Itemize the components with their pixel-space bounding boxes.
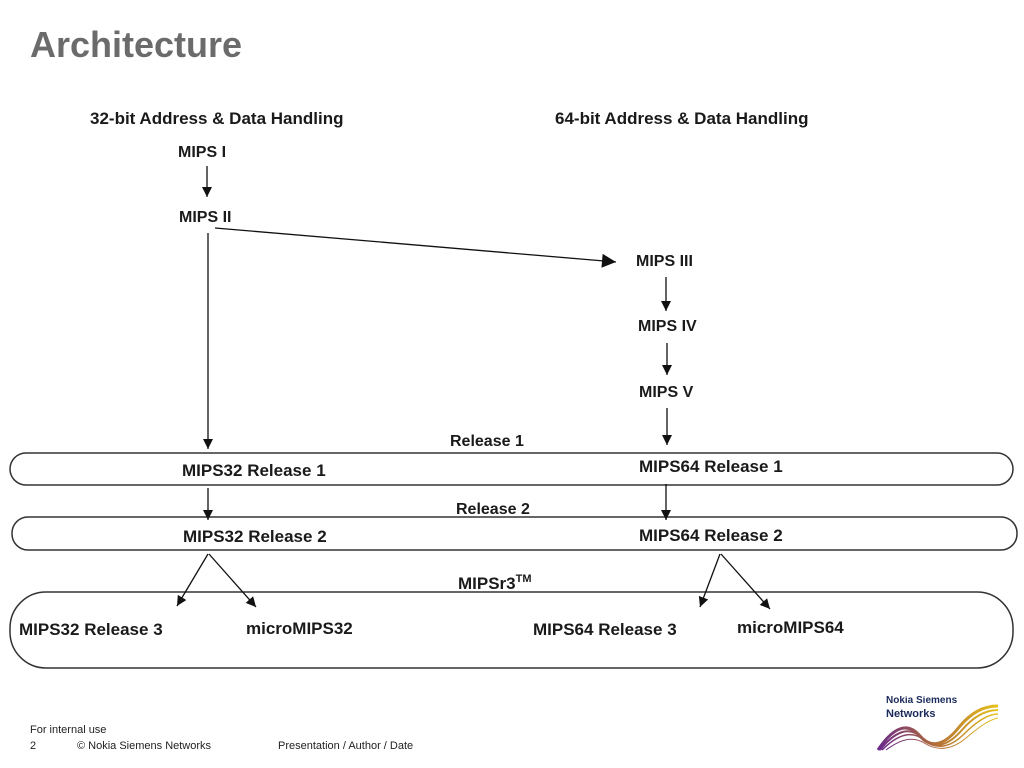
mipsr3-text: MIPSr3 — [458, 574, 516, 593]
nokia-siemens-networks-logo: Nokia Siemens Networks — [876, 695, 1000, 752]
node-micromips64: microMIPS64 — [737, 618, 844, 637]
footer-copyright: © Nokia Siemens Networks — [77, 740, 212, 752]
node-mips32-release1: MIPS32 Release 1 — [182, 461, 326, 480]
arrow-mips32-r2-to-r3 — [176, 553, 209, 607]
footer-presentation-info: Presentation / Author / Date — [278, 740, 414, 752]
arrow-mips64-r2-to-micromips64 — [720, 553, 771, 610]
footer-page-number: 2 — [30, 740, 37, 752]
trademark-mark: TM — [516, 573, 532, 585]
column-heading-64bit: 64-bit Address & Data Handling — [555, 109, 808, 128]
footer-internal-use: For internal use — [30, 724, 107, 736]
node-mips-i: MIPS I — [178, 144, 226, 161]
node-mips64-release1: MIPS64 Release 1 — [639, 457, 783, 476]
release1-band — [9, 452, 1014, 486]
node-mips-iii: MIPS III — [636, 253, 693, 270]
column-heading-32bit: 32-bit Address & Data Handling — [90, 109, 343, 128]
node-mips-iv: MIPS IV — [638, 318, 697, 335]
logo-swoosh-icon: Nokia Siemens Networks — [876, 695, 999, 751]
release2-band — [11, 516, 1018, 551]
logo-text-line2: Networks — [886, 708, 936, 720]
node-micromips32: microMIPS32 — [246, 619, 353, 638]
node-mips32-release2: MIPS32 Release 2 — [183, 527, 327, 546]
node-mips32-release3: MIPS32 Release 3 — [19, 620, 163, 639]
band-label-release2: Release 2 — [456, 501, 530, 518]
slide-title: Architecture — [30, 24, 243, 65]
arrow-mips32-r2-to-micromips32 — [208, 553, 257, 608]
node-mips64-release2: MIPS64 Release 2 — [639, 526, 783, 545]
node-mips-v: MIPS V — [639, 384, 694, 401]
arrow-mips-ii-to-mips-iii — [214, 227, 617, 268]
band-label-mipsr3: MIPSr3TM — [458, 573, 532, 593]
band-label-release1: Release 1 — [450, 433, 524, 450]
architecture-diagram: 32-bit Address & Data Handling 64-bit Ad… — [9, 109, 1018, 669]
node-mips-ii: MIPS II — [179, 209, 231, 226]
node-mips64-release3: MIPS64 Release 3 — [533, 620, 677, 639]
logo-text-line1: Nokia Siemens — [886, 696, 958, 706]
mipsr3-band — [9, 591, 1014, 669]
arrow-mips64-r2-to-r3 — [698, 553, 721, 608]
